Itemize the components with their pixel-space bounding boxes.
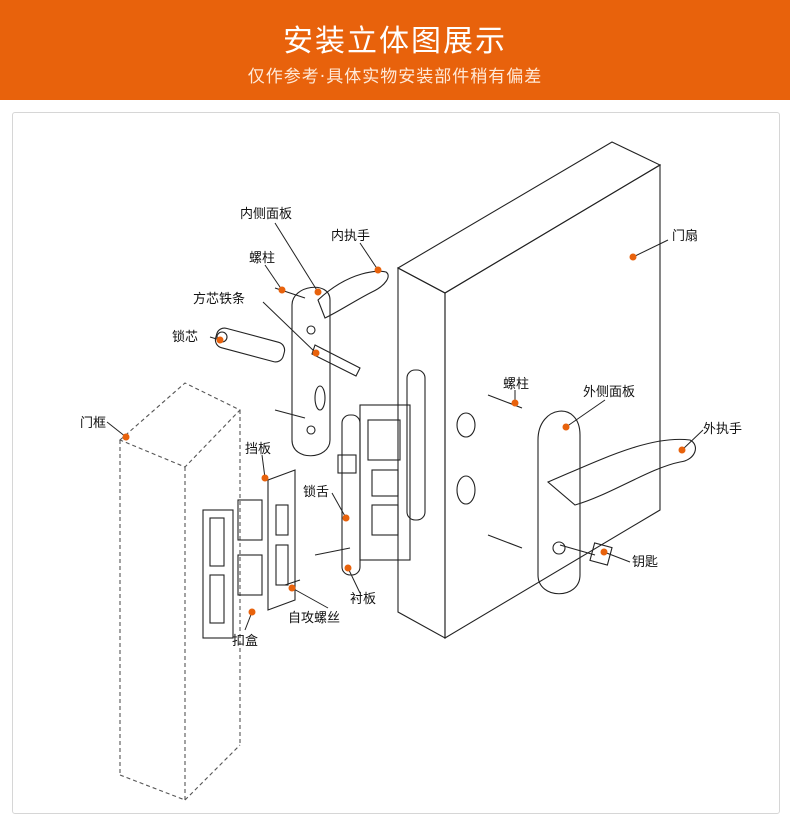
inner-handle-drawing [311, 270, 389, 377]
door-frame-drawing [118, 382, 241, 801]
callout-dots [122, 253, 686, 616]
label-strike-plate: 挡板 [245, 442, 271, 457]
stud-right-drawing [487, 394, 523, 549]
door-leaf-drawing [396, 141, 662, 639]
label-door-leaf: 门扇 [672, 228, 698, 244]
strike-box-drawing [202, 499, 263, 639]
inner-panel-drawing [291, 286, 331, 457]
header-banner: 安装立体图展示 仅作参考·具体实物安装部件稍有偏差 [0, 0, 790, 100]
page-subtitle: 仅作参考·具体实物安装部件稍有偏差 [247, 67, 543, 87]
diagram-panel [12, 112, 780, 814]
callout-lines [106, 222, 704, 631]
label-face-plate: 衬板 [350, 592, 376, 607]
label-outer-handle: 外执手 [703, 422, 742, 437]
label-self-tapping-screw: 自攻螺丝 [288, 611, 340, 626]
strike-plate-drawing [267, 469, 296, 611]
label-cylinder: 锁芯 [172, 329, 198, 345]
self-tapping-screw-drawing [284, 547, 351, 586]
label-square-spindle: 方芯铁条 [193, 291, 245, 307]
outer-handle-drawing [546, 438, 696, 506]
label-inner-handle: 内执手 [331, 228, 370, 244]
key-drawing [559, 542, 613, 566]
label-outer-panel: 外侧面板 [583, 385, 635, 400]
label-inner-panel: 内侧面板 [240, 206, 292, 222]
outer-panel-drawing [537, 410, 581, 595]
label-latch: 锁舌 [303, 484, 329, 500]
label-key: 钥匙 [632, 555, 658, 570]
stud-left-drawing [274, 287, 306, 419]
label-door-frame: 门框 [80, 416, 106, 431]
cylinder-drawing [214, 327, 286, 363]
label-stud-left: 螺柱 [249, 251, 275, 266]
label-strike-box: 扣盒 [232, 633, 258, 649]
mortise-body-drawing [337, 404, 411, 576]
page-title: 安装立体图展示 [283, 24, 507, 59]
label-stud-right: 螺柱 [503, 377, 529, 392]
